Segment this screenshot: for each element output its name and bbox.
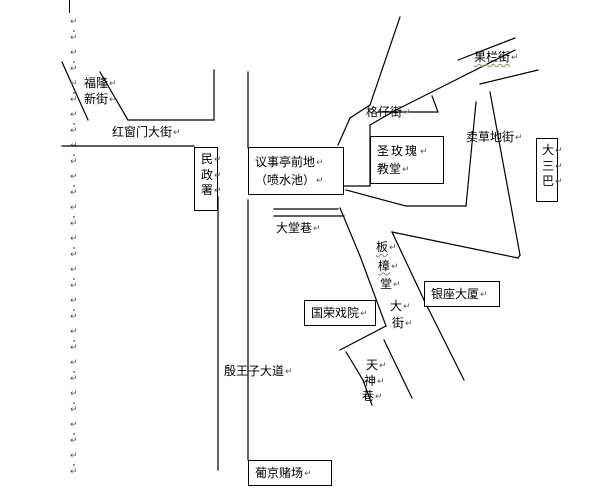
paragraph-mark: ↵: [70, 234, 78, 244]
margin-dot: [73, 309, 75, 311]
paragraph-mark: ↵: [70, 389, 78, 399]
margin-dot: [73, 61, 75, 63]
label-hongchuangmen-dajie: 红窗门大街↵: [112, 125, 181, 139]
square-yishiting-qiandi: 议事亭前地↵ （喷水池）↵: [248, 147, 344, 195]
road-line: [359, 255, 387, 327]
road-line: [339, 207, 361, 257]
paragraph-mark: ↵: [70, 296, 78, 306]
paragraph-mark: ↵: [70, 218, 78, 229]
paragraph-mark: ↵: [70, 94, 78, 105]
paragraph-mark: ↵: [70, 172, 78, 182]
label-fulong-xinjie: 福隆↵ 新街↵: [84, 76, 117, 106]
building-minzhengshu: 民↵ 政↵ 署↵: [194, 147, 222, 211]
paragraph-mark: ↵: [70, 451, 78, 461]
paragraph-mark: ↵: [70, 280, 78, 291]
paragraph-mark: ↵: [70, 358, 78, 368]
road-line: [337, 117, 351, 146]
paragraph-mark: ↵: [70, 141, 78, 151]
paragraph-mark: ↵: [70, 311, 78, 322]
margin-dot: [73, 247, 75, 249]
road-line: [362, 379, 373, 406]
margin-dot: [73, 340, 75, 342]
label-banzhangtang-dajie: 板↵ 樟↵ 堂↵ 大↵ 街↵: [376, 240, 413, 330]
margin-dot: [73, 371, 75, 373]
paragraph-mark: ↵: [70, 79, 78, 89]
road-line: [383, 339, 413, 399]
paragraph-mark: ↵: [70, 265, 78, 275]
label-xiaziwei-dadao: 殷王子大道↵: [224, 364, 293, 378]
paragraph-mark: ↵: [70, 404, 78, 415]
margin-dot: [73, 216, 75, 218]
road-line: [349, 104, 371, 119]
label-gezijie: 格仔街↵: [366, 105, 411, 119]
label-tianshenxiang: 天↵ 神↵ 巷↵: [362, 358, 387, 403]
paragraph-mark: ↵: [70, 125, 78, 136]
paragraph-mark: ↵: [70, 373, 78, 384]
margin-dot: [73, 433, 75, 435]
margin-dot: [73, 464, 75, 466]
road-line: [61, 61, 89, 121]
paragraph-mark: ↵: [70, 435, 78, 446]
paragraph-mark: ↵: [70, 32, 78, 43]
margin-dot: [73, 154, 75, 156]
road-line: [339, 325, 387, 351]
text-cursor: [69, 0, 70, 13]
building-puquandouchang: 葡京赌场↵: [248, 460, 332, 486]
margin-dot: [73, 278, 75, 280]
road-line: [369, 16, 401, 106]
building-yinzuo-dasha: 银座大厦↵: [424, 281, 500, 307]
paragraph-marks-column: ↵ ↵ ↵ ↵ ↵ ↵ ↵ ↵ ↵ ↵ ↵ ↵ ↵ ↵ ↵ ↵ ↵ ↵ ↵ ↵ ↵ ↵ ↵ ↵ ↵ ↵ ↵ ↵ ↵ ↵: [64, 0, 78, 499]
road-line: [465, 101, 477, 207]
margin-dot: [73, 30, 75, 32]
building-dasanba: 大↵ 三↵ 巴↵: [536, 138, 563, 202]
paragraph-mark: ↵: [70, 327, 78, 337]
label-guolanjie: 果栏街↵: [474, 50, 519, 64]
paragraph-mark: ↵: [70, 420, 78, 430]
road-line: [391, 231, 425, 301]
paragraph-mark: ↵: [70, 187, 78, 198]
paragraph-mark: ↵: [70, 48, 78, 58]
label-datangxiang: 大堂巷↵: [276, 221, 321, 235]
road-line: [345, 351, 364, 381]
paragraph-mark: ↵: [70, 63, 78, 74]
road-line: [489, 91, 521, 256]
margin-dot: [73, 185, 75, 187]
paragraph-mark: ↵: [70, 110, 78, 120]
road-line: [423, 299, 465, 381]
paragraph-mark: ↵: [70, 466, 78, 477]
margin-dot: [73, 92, 75, 94]
paragraph-mark: ↵: [70, 342, 78, 353]
road-line: [391, 231, 519, 259]
road-line: [99, 71, 129, 121]
margin-dot: [73, 123, 75, 125]
road-line: [345, 189, 407, 207]
paragraph-mark: ↵: [70, 156, 78, 167]
paragraph-mark: ↵: [70, 249, 78, 260]
road-line: [395, 49, 516, 111]
building-shengmeigui-jiaotang: 圣玫瑰↵ 教堂↵: [370, 136, 444, 184]
label-maicaodijie: 卖草地街↵: [466, 130, 523, 144]
building-guorong-xiyuan: 国荣戏院↵: [304, 300, 376, 326]
road-line: [431, 95, 439, 113]
paragraph-mark: ↵: [70, 203, 78, 213]
paragraph-mark: ↵: [70, 17, 78, 27]
road-line: [457, 37, 516, 61]
road-line: [479, 69, 539, 85]
margin-dot: [73, 402, 75, 404]
